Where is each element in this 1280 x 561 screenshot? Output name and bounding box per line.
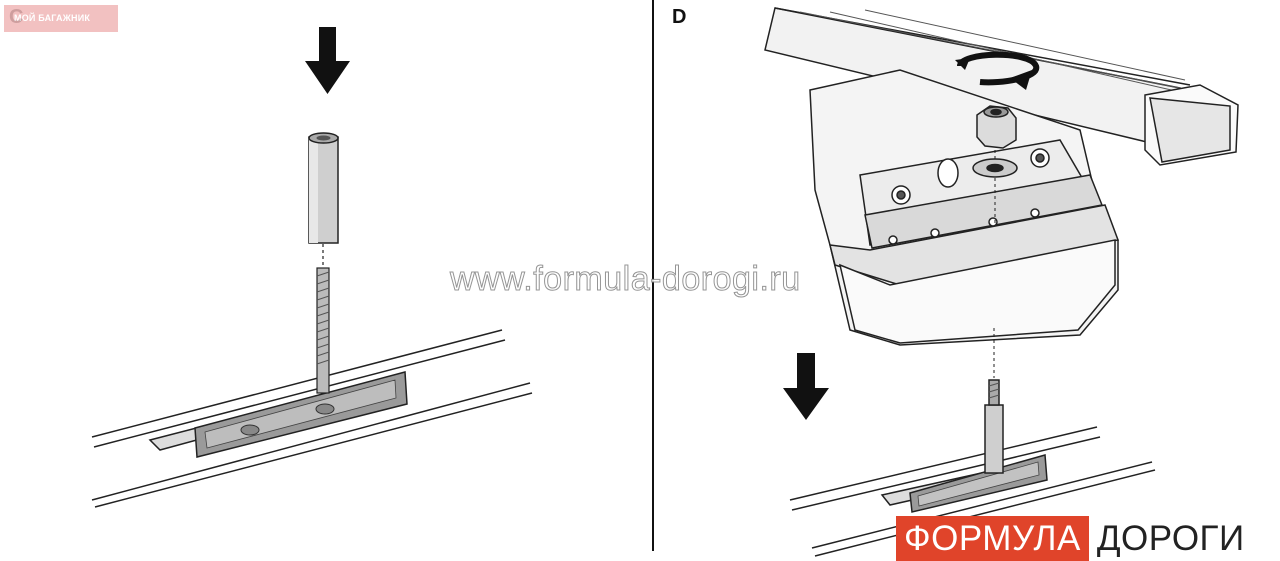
down-arrow-icon bbox=[783, 353, 829, 420]
rotate-arrow-icon bbox=[955, 51, 1040, 90]
down-arrow-icon bbox=[305, 27, 350, 94]
panel-c-slider-plate bbox=[194, 371, 408, 458]
panel-c-spacer-tube bbox=[308, 132, 339, 244]
panel-d-bolt-spacer bbox=[984, 379, 1004, 474]
watermark-url: www.formula-dorogi.ru bbox=[450, 260, 801, 299]
brand-logo-part2: ДОРОГИ bbox=[1096, 519, 1245, 558]
panel-divider bbox=[652, 0, 654, 551]
brand-logo-part1: ФОРМУЛА bbox=[896, 516, 1089, 561]
panel-d-nut-washer bbox=[972, 105, 1018, 178]
panel-c-threaded-bolt bbox=[316, 267, 330, 394]
panel-label-d: D bbox=[672, 6, 687, 28]
panel-d-load-bar bbox=[764, 7, 1239, 166]
panel-d-roof-foot bbox=[809, 69, 1120, 346]
site-badge: МОЙ БАГАЖНИК bbox=[4, 5, 118, 32]
brand-logo: ФОРМУЛА ДОРОГИ bbox=[896, 516, 1245, 561]
